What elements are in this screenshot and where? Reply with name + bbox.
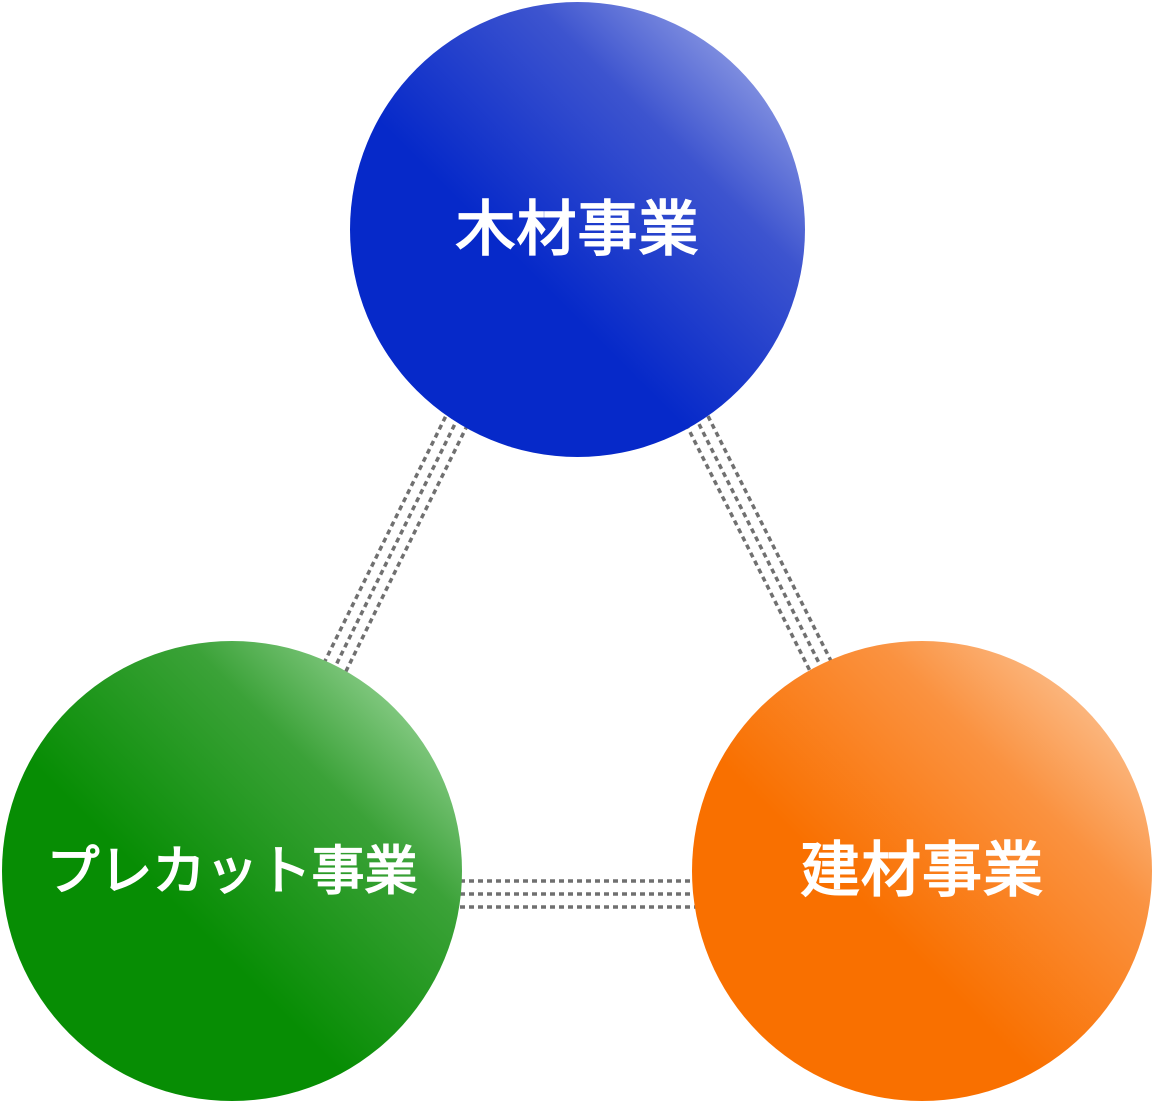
connector-wood-building-materials <box>579 214 943 881</box>
node-wood-business: 木材事業 <box>350 2 805 457</box>
connector-dash-line <box>241 214 573 881</box>
connector-dash-line <box>228 214 560 881</box>
node-precut-business: プレカット事業 <box>2 641 462 1101</box>
connector-dash-line <box>605 214 943 881</box>
connector-dash-line <box>215 214 547 881</box>
connector-dash-line <box>592 214 930 881</box>
node-building-materials-label: 建材事業 <box>800 837 1044 904</box>
node-precut-label: プレカット事業 <box>46 841 418 901</box>
connector-wood-precut <box>215 214 573 881</box>
connector-dash-line <box>579 214 917 881</box>
node-wood-label: 木材事業 <box>455 195 700 263</box>
node-building-materials-business: 建材事業 <box>692 641 1152 1101</box>
